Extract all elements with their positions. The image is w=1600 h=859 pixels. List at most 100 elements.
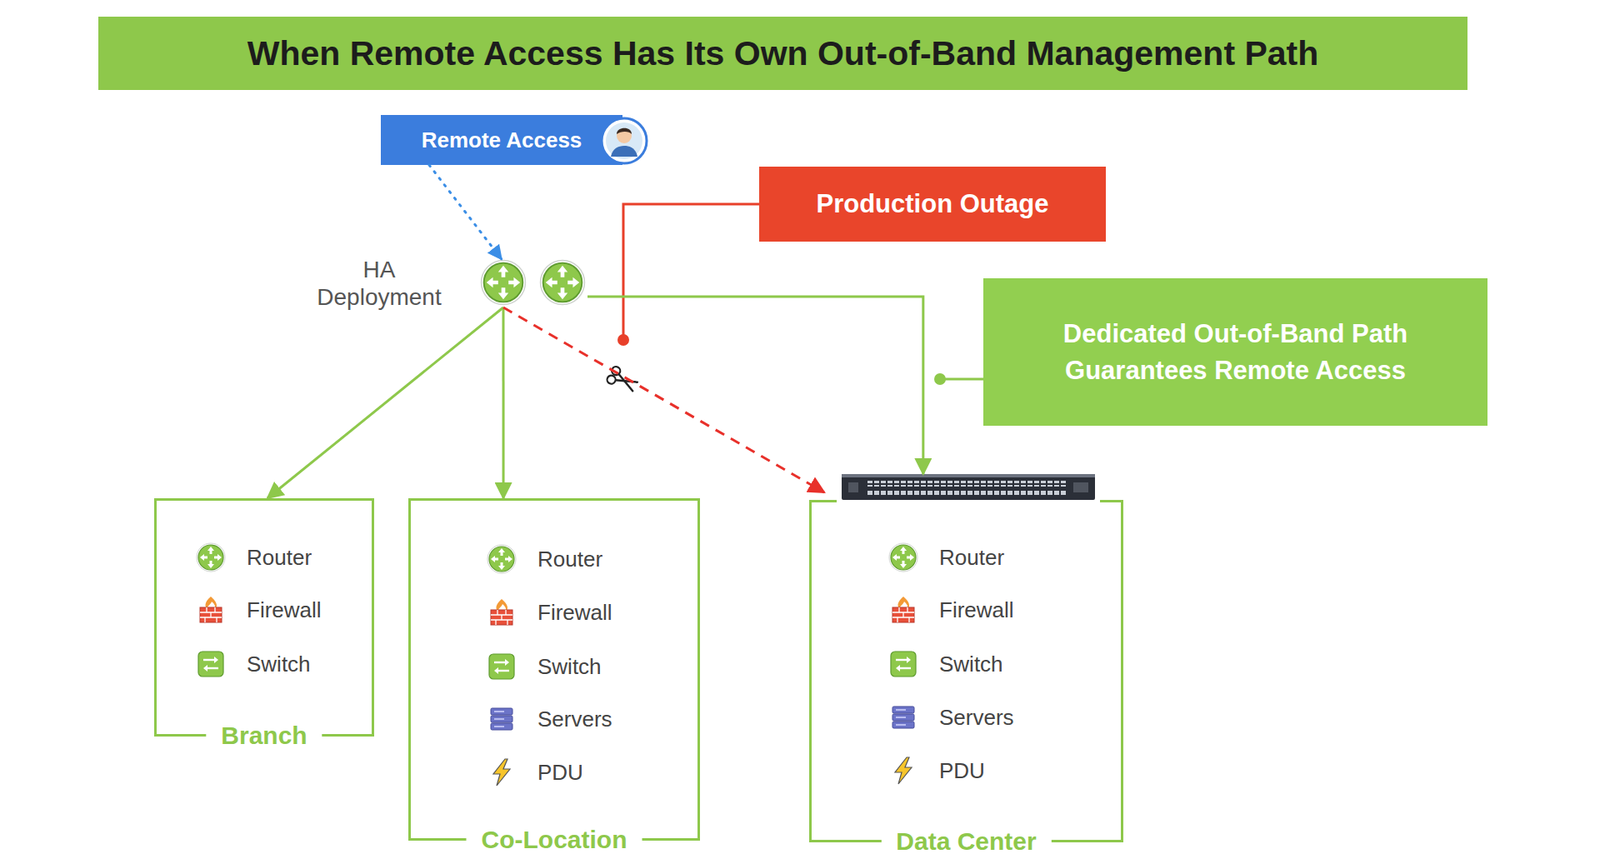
servers-part <box>494 710 505 713</box>
router-part <box>486 277 499 288</box>
device-icon <box>888 595 919 625</box>
router-icon <box>480 259 527 306</box>
switch-part <box>206 667 219 670</box>
avatar-body <box>610 145 638 157</box>
servers-part <box>892 714 915 721</box>
device-icon <box>486 757 517 788</box>
device-label: Switch <box>537 650 602 684</box>
router-part <box>557 265 568 278</box>
item-node: Switch <box>195 647 380 681</box>
scissor-blade <box>615 374 637 391</box>
avatar-hair <box>616 128 632 135</box>
switch-part <box>489 654 515 680</box>
router-part <box>207 560 215 569</box>
switch-part <box>198 651 224 677</box>
router-part <box>889 543 918 572</box>
item-node: PDU <box>486 755 670 790</box>
device-label: Firewall <box>939 593 1015 627</box>
servers-part <box>490 715 513 723</box>
connector <box>587 296 924 475</box>
connector <box>503 307 825 493</box>
router-part <box>196 543 225 572</box>
avatar-head <box>616 128 632 144</box>
device-label: PDU <box>537 755 584 790</box>
switch-part <box>214 656 219 664</box>
group-label: Co-Location <box>466 825 643 855</box>
group-label: Branch <box>205 721 322 750</box>
scissor-handle <box>605 374 618 386</box>
device-label: PDU <box>939 754 985 788</box>
device-icon <box>486 704 517 735</box>
router-part <box>487 545 516 574</box>
router-part <box>900 546 907 555</box>
router-icon <box>539 259 586 306</box>
servers-icon <box>490 708 513 730</box>
item-node: Router <box>195 540 380 575</box>
router-part <box>543 263 583 303</box>
router-icon <box>540 260 585 305</box>
pdu-icon <box>493 759 510 786</box>
scissor-blade <box>615 372 638 390</box>
firewall-part <box>490 610 513 625</box>
device-label: Firewall <box>246 593 322 627</box>
switch-part <box>494 661 506 664</box>
group-label: Data Center <box>880 827 1051 856</box>
firewall-part <box>200 607 222 623</box>
leader-dot <box>617 334 630 346</box>
device-icon <box>486 544 517 575</box>
switch-part <box>505 659 510 666</box>
switch-icon <box>198 651 224 677</box>
device-top <box>841 474 1095 478</box>
group-node: BranchRouterFirewallSwitch <box>154 498 375 737</box>
network-switch-device <box>836 471 1100 504</box>
scissors-icon <box>605 365 640 395</box>
device-icon <box>888 755 919 786</box>
router-part <box>484 263 524 303</box>
device-label: Firewall <box>537 595 613 630</box>
firewall-icon <box>200 596 222 623</box>
firewall-part <box>490 610 513 625</box>
edge-layer <box>267 165 924 499</box>
device-console <box>848 482 859 493</box>
router-part <box>498 548 505 556</box>
device-label: Router <box>939 540 1005 575</box>
item-node: Firewall <box>888 593 1072 627</box>
title-band: When Remote Access Has Its Own Out-of-Ba… <box>98 16 1468 90</box>
router-part <box>498 287 509 300</box>
switch-part <box>497 670 510 672</box>
router-part <box>481 260 526 305</box>
item-node: Switch <box>486 650 670 684</box>
item-node: Firewall <box>486 595 670 630</box>
connector <box>429 165 502 260</box>
device-ports <box>866 480 1067 487</box>
router-part <box>545 277 558 288</box>
leader-dot <box>934 373 946 385</box>
servers-part <box>895 724 906 726</box>
router-part <box>900 560 907 569</box>
router-part <box>207 546 215 555</box>
router-part <box>906 554 915 561</box>
item-node: Firewall <box>195 593 380 627</box>
router-part <box>214 554 222 561</box>
device-uplink <box>1073 482 1089 493</box>
group-node: Co-LocationRouterFirewallSwitchServersPD… <box>408 498 700 841</box>
item-node: Router <box>486 542 670 576</box>
pdu-icon <box>895 757 912 785</box>
device-icon <box>486 597 517 628</box>
router-part <box>540 260 585 305</box>
box-text: Remote Access <box>421 125 583 155</box>
user-avatar <box>601 118 647 164</box>
device-icon <box>888 542 919 573</box>
item-node: Router <box>888 540 1072 575</box>
switch-part <box>895 659 908 661</box>
router-icon <box>196 543 225 572</box>
router-part <box>508 277 520 288</box>
diagram-title: When Remote Access Has Its Own Out-of-Ba… <box>247 34 1320 74</box>
fill-node: Dedicated Out-of-Band Path Guarantees Re… <box>983 278 1488 426</box>
firewall-part <box>892 607 915 623</box>
box-text: Production Outage <box>816 185 1050 222</box>
connector <box>501 307 505 499</box>
router-icon <box>487 545 516 574</box>
